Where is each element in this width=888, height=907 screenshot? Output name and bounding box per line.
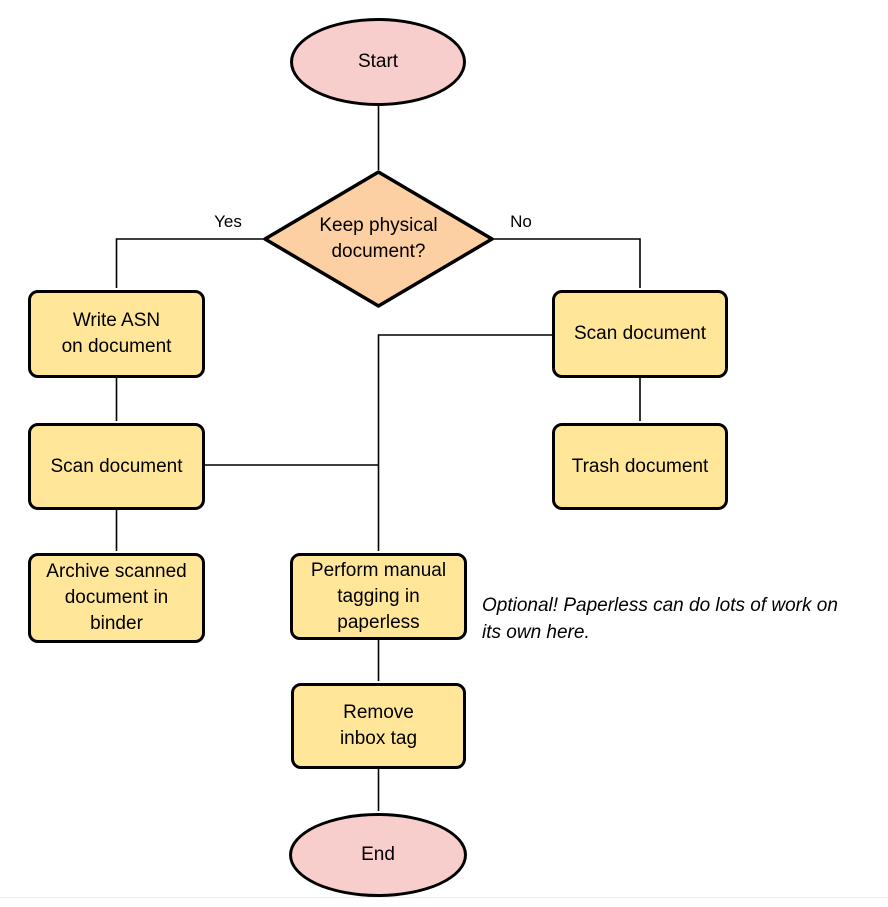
edge-decision-no-to-scan-right	[492, 238, 641, 288]
node-trash-document-label: Trash document	[571, 455, 709, 477]
node-manual-tagging: Perform manual tagging in paperless	[290, 553, 467, 640]
node-write-asn: Write ASN on document	[28, 290, 205, 378]
node-archive-binder: Archive scanned document in binder	[28, 553, 205, 643]
edge-decision-yes-to-write-asn	[115, 238, 265, 288]
node-scan-document-right-label: Scan document	[573, 323, 707, 344]
node-remove-inbox-tag-label: Remove inbox tag	[339, 702, 418, 749]
optional-note: Optional! Paperless can do lots of work …	[482, 595, 838, 643]
node-scan-document-right: Scan document	[552, 290, 728, 378]
node-scan-document-left: Scan document	[28, 423, 205, 510]
node-manual-tagging-label: Perform manual tagging in paperless	[310, 559, 447, 633]
node-scan-document-left-label: Scan document	[50, 455, 183, 477]
node-end: End	[289, 813, 467, 897]
edge-label-no: No	[510, 212, 532, 231]
node-archive-binder-label: Archive scanned document in binder	[46, 561, 187, 634]
decision-diamond	[263, 170, 494, 308]
node-start-label: Start	[357, 51, 399, 72]
node-trash-document: Trash document	[552, 423, 728, 510]
node-write-asn-label: Write ASN on document	[61, 310, 172, 357]
node-decision-label: Keep physical document?	[319, 215, 438, 262]
node-remove-inbox-tag: Remove inbox tag	[291, 683, 466, 769]
bottom-divider	[0, 897, 888, 898]
edge-label-yes: Yes	[214, 212, 242, 231]
node-start: Start	[290, 18, 466, 106]
edge-group	[115, 106, 641, 811]
edge-scan-right-to-tagging	[377, 334, 552, 551]
node-end-label: End	[361, 844, 395, 865]
